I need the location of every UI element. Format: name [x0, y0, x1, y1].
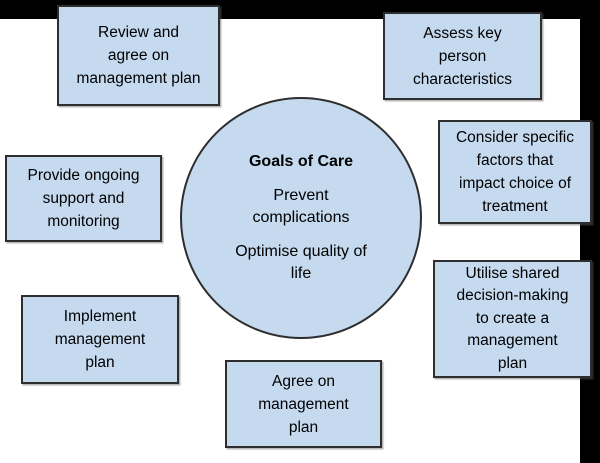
box-text-consider: Consider specific factors that impact ch…	[455, 129, 575, 215]
circle-title: Goals of Care	[248, 153, 354, 170]
box-consider-specific-factors: Consider specific factors that impact ch…	[438, 120, 592, 224]
box-text-utilise: Utilise shared decision-making to create…	[456, 264, 569, 372]
box-implement-management-plan: Implement management plan	[21, 295, 179, 384]
box-text-review: Review and agree on management plan	[76, 24, 201, 87]
box-agree-on-management-plan: Agree on management plan	[225, 360, 382, 448]
box-text-implement: Implement management plan	[54, 308, 146, 371]
box-text-assess: Assess key person characteristics	[412, 24, 513, 88]
box-review-agree-management-plan: Review and agree on management plan	[57, 5, 220, 106]
box-text-provide: Provide ongoing support and monitoring	[27, 167, 140, 230]
circle-goal-optimise-quality-of-life: Optimise quality of life	[235, 243, 367, 282]
box-provide-ongoing-support-monitoring: Provide ongoing support and monitoring	[5, 155, 162, 242]
goals-of-care-circle: Goals of Care Prevent complications Opti…	[180, 97, 422, 339]
box-assess-key-person-characteristics: Assess key person characteristics	[383, 12, 542, 100]
box-utilise-shared-decision-making: Utilise shared decision-making to create…	[433, 260, 592, 378]
box-text-agree: Agree on management plan	[258, 372, 349, 436]
circle-goal-prevent-complications: Prevent complications	[252, 187, 350, 226]
frame-right-bar	[580, 0, 600, 463]
